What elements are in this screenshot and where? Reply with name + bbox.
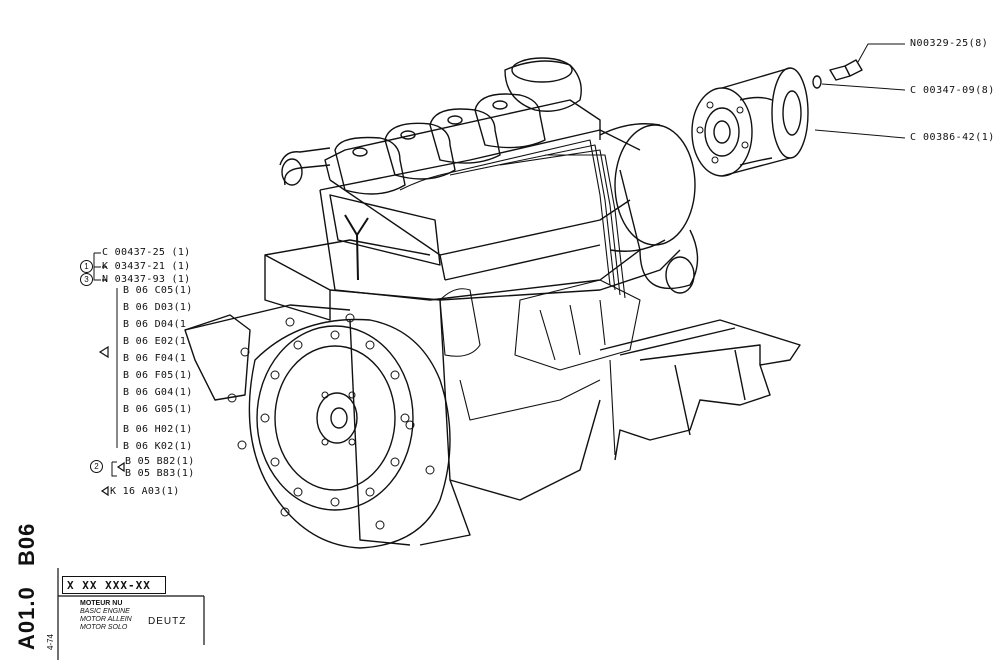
manufacturer-label: DEUTZ	[148, 616, 187, 627]
intake-manifold	[279, 57, 582, 186]
ref-line: C 00437-25 (1)	[102, 247, 191, 258]
ref-line: B 06 G05(1)	[123, 404, 193, 415]
ref-line: B 06 F04(1	[123, 353, 187, 364]
marker-circle-2: 2	[90, 460, 103, 473]
callout-bolt: N00329-25(8)	[910, 38, 989, 49]
part-number-box: X XX XXX-XX	[62, 576, 166, 594]
ref-line: N 03437-93 (1)	[102, 274, 191, 285]
ref-line: B 06 H02(1)	[123, 424, 193, 435]
o-ring	[812, 75, 822, 89]
pulley-assembly	[691, 67, 809, 177]
crankcase	[264, 239, 681, 546]
description-list: MOTEUR NU BASIC ENGINE MOTOR ALLEIN MOTO…	[80, 600, 132, 632]
marker-circle-3: 3	[80, 273, 93, 286]
injection-pump	[399, 139, 641, 456]
ref-line: B 06 C05(1)	[123, 285, 193, 296]
callout-pulley: C 00386-42(1)	[910, 132, 995, 143]
description-line: MOTEUR NU	[80, 600, 123, 607]
ref-line: B 06 F05(1)	[123, 370, 193, 381]
arrow-markers	[98, 266, 125, 497]
ref-line: K 03437-21 (1)	[102, 261, 191, 272]
ref-line: B 06 D03(1)	[123, 302, 193, 313]
description-line: MOTOR ALLEIN	[80, 616, 132, 623]
description-line: BASIC ENGINE	[80, 608, 130, 615]
ref-line: B 06 D04(1	[123, 319, 187, 330]
leader-lines	[814, 43, 906, 139]
ref-line: B 05 B82(1)	[125, 456, 195, 467]
flywheel-housing	[184, 304, 451, 549]
ref-line: K 16 A03(1)	[110, 486, 180, 497]
ref-line: B 06 K02(1)	[123, 441, 193, 452]
flywheel	[227, 313, 435, 530]
cylinder-head-covers	[334, 93, 546, 195]
mounting-frame	[599, 319, 801, 461]
marker-circle-1: 1	[80, 260, 93, 273]
ref-line: B 06 G04(1)	[123, 387, 193, 398]
title-block: X XX XXX-XX MOTEUR NU BASIC ENGINE MOTOR…	[58, 572, 204, 660]
reference-brackets	[93, 252, 118, 477]
ref-line: B 06 E02(1	[123, 336, 187, 347]
callout-o-ring: C 00347-09(8)	[910, 85, 995, 96]
ref-line: B 05 B83(1)	[125, 468, 195, 479]
valve-cover-plate	[329, 194, 441, 281]
description-line: MOTOR SOLO	[80, 624, 128, 631]
bolt	[829, 59, 863, 81]
